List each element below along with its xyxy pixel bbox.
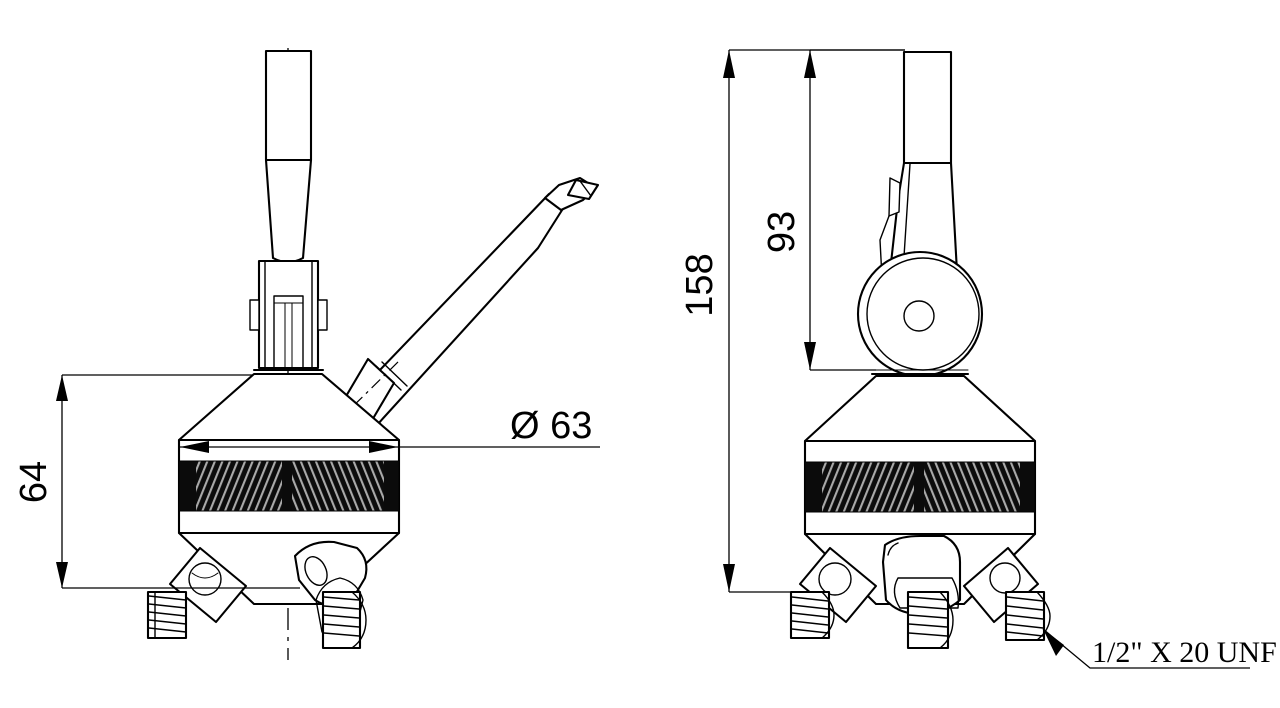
right-view: 158 93 1/2" X 20 UNF bbox=[679, 49, 1277, 669]
thread-rc-4 bbox=[908, 623, 948, 628]
main-body-side bbox=[803, 369, 1037, 606]
port-left-boss-side bbox=[798, 546, 878, 624]
collar-ear-right bbox=[317, 299, 328, 331]
thread-rl-5 bbox=[791, 628, 829, 634]
port-left-front bbox=[146, 546, 248, 640]
thread-rr-1 bbox=[1006, 596, 1044, 602]
thread-rc-1 bbox=[908, 596, 948, 601]
thread-c-4 bbox=[323, 623, 360, 628]
thread-callout-text: 1/2" X 20 UNF bbox=[1092, 636, 1277, 669]
port-right-side bbox=[962, 546, 1051, 642]
ferrule-ring-2 bbox=[381, 361, 408, 387]
port-center-collar-side bbox=[893, 577, 960, 609]
ferrule-ring-1 bbox=[375, 365, 402, 391]
dim-158-arrow-top bbox=[723, 50, 735, 78]
port-left-thread bbox=[146, 590, 188, 640]
dim-diameter-63: Ø 63 bbox=[180, 405, 600, 453]
thread-rc-3 bbox=[908, 614, 948, 619]
thread-rr-2 bbox=[1006, 605, 1044, 611]
dim-93: 93 bbox=[761, 49, 905, 371]
port-left-thread-body bbox=[146, 590, 188, 640]
handle-assembly-front bbox=[249, 49, 328, 372]
port-center-front bbox=[293, 540, 368, 650]
thread-rl-1 bbox=[791, 596, 829, 602]
dim-64-text: 64 bbox=[13, 461, 55, 503]
port-left-hole-shadow bbox=[191, 572, 219, 579]
port-center-boss-highlight bbox=[887, 542, 899, 556]
knurled-band-texture-right bbox=[292, 461, 384, 511]
knurled-band-texture-right-side bbox=[924, 462, 1020, 512]
port-center-hole bbox=[304, 556, 328, 586]
tube-tip-seam bbox=[579, 180, 592, 197]
port-left-thread-end-side bbox=[821, 591, 835, 639]
port-left-hole-side bbox=[818, 562, 852, 596]
dim-93-text: 93 bbox=[761, 211, 803, 253]
thread-rr-3 bbox=[1006, 614, 1044, 620]
dim-63-arrow-right bbox=[369, 441, 398, 453]
thread-c-3 bbox=[323, 614, 360, 619]
dim-93-arrow-top bbox=[804, 50, 816, 78]
thread-rl-3 bbox=[791, 612, 829, 618]
knurled-band-texture-left-side bbox=[822, 462, 914, 512]
handle-assembly-side bbox=[879, 50, 959, 279]
port-center-thread-body-side bbox=[906, 590, 950, 650]
port-right-thread-body-side bbox=[1004, 590, 1046, 642]
knurled-band-frame-side bbox=[804, 461, 1036, 513]
dim-158-arrow-bottom bbox=[723, 564, 735, 592]
thread-rl-4 bbox=[791, 620, 829, 626]
port-center-thread-body bbox=[321, 590, 362, 650]
dim-93-arrow-bottom bbox=[804, 342, 816, 370]
handle-lever-tab bbox=[888, 177, 901, 217]
collar-inner-slot bbox=[273, 295, 304, 369]
dim-158-text: 158 bbox=[679, 253, 721, 316]
dim-63-arrow-left bbox=[180, 441, 209, 453]
port-center-thread-end-side bbox=[939, 591, 954, 649]
handle-upper-grip-side bbox=[902, 50, 953, 165]
thread-c-2 bbox=[323, 605, 360, 610]
handle-taper bbox=[264, 158, 313, 264]
thread-c-5 bbox=[323, 632, 360, 637]
port-right-thread-end-side bbox=[1036, 591, 1051, 641]
thread-rl-2 bbox=[791, 604, 829, 610]
dim-64-arrow-bottom bbox=[56, 562, 68, 588]
rotary-disc-outer bbox=[856, 250, 984, 378]
handle-upper-grip bbox=[264, 49, 313, 162]
knurled-band-texture-left bbox=[196, 461, 282, 511]
port-center-side bbox=[881, 534, 962, 650]
handle-collar-block bbox=[257, 259, 320, 370]
thread-rr-5 bbox=[1006, 631, 1044, 637]
thread-rr-4 bbox=[1006, 623, 1044, 629]
port-left-boss bbox=[168, 546, 248, 624]
rotary-disc-side bbox=[856, 250, 984, 378]
thread-callout: 1/2" X 20 UNF bbox=[1042, 628, 1277, 669]
dim-64-arrow-top bbox=[56, 375, 68, 401]
dim-64: 64 bbox=[13, 374, 300, 589]
spray-tube-centerline bbox=[335, 359, 401, 424]
dim-63-text: Ø 63 bbox=[510, 405, 592, 447]
thread-callout-arrow bbox=[1043, 629, 1064, 656]
thread-rc-2 bbox=[908, 605, 948, 610]
port-left-side bbox=[789, 546, 878, 640]
port-left-hole bbox=[188, 562, 222, 596]
thread-rc-5 bbox=[908, 632, 948, 637]
thread-c-1 bbox=[323, 596, 360, 601]
collar-ear-left bbox=[249, 299, 260, 331]
port-center-thread-end bbox=[351, 591, 367, 649]
port-right-thread-side bbox=[1004, 590, 1051, 642]
rotary-disc-hub bbox=[903, 300, 935, 332]
left-view: 64 Ø 63 bbox=[13, 48, 600, 660]
knurled-band-frame bbox=[178, 460, 400, 512]
port-left-thread-side bbox=[789, 590, 835, 640]
port-right-boss-side bbox=[962, 546, 1040, 624]
